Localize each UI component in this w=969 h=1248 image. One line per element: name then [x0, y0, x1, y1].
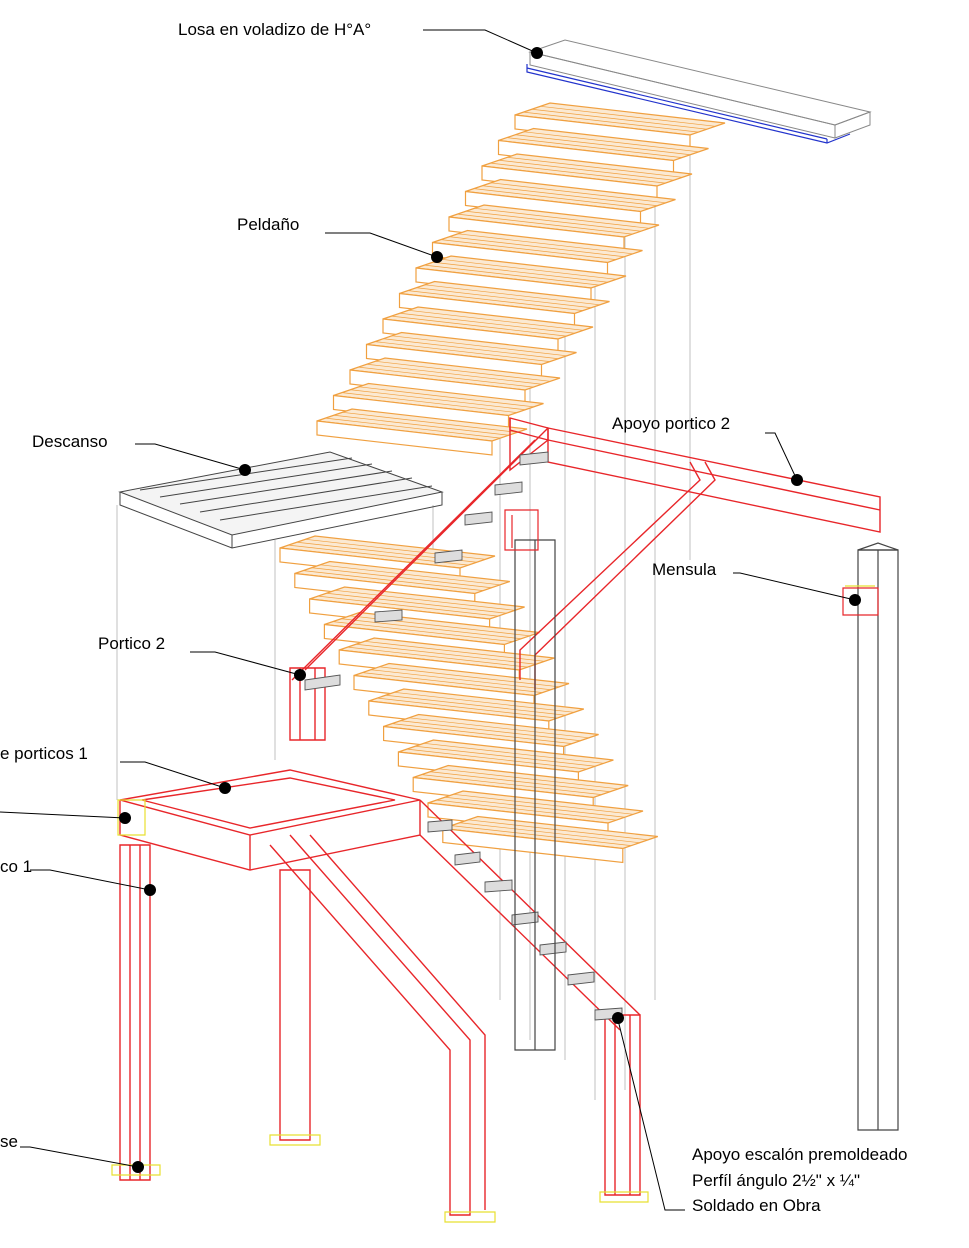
step-tread [365, 331, 577, 380]
step-tread [415, 255, 627, 303]
label-portico-1: co 1 [0, 857, 33, 876]
portico-2-frame [289, 417, 881, 741]
step-tread [442, 815, 658, 864]
label-apoyo-escalon-2: Perfíl ángulo 2½" x ¼" [692, 1171, 860, 1190]
label-portico-2: Portico 2 [98, 634, 166, 653]
channel-profile [526, 64, 851, 144]
step-tread [514, 102, 726, 150]
cantilever-slab [528, 39, 872, 139]
label-descanso: Descanso [32, 432, 108, 451]
guide-lines [116, 145, 691, 1100]
upper-flight-steps [316, 102, 726, 456]
step-tread [464, 178, 676, 227]
step-tread [332, 382, 544, 431]
label-apoyo-portico-2: Apoyo portico 2 [612, 414, 731, 433]
step-tread [431, 229, 643, 278]
label-base: se [0, 1132, 18, 1151]
portico-1-frame [119, 769, 641, 1216]
label-apoyo-escalon-1: Apoyo escalón premoldeado [692, 1145, 908, 1164]
step-tread [382, 306, 594, 354]
base-plates [111, 799, 649, 1223]
step-tread [497, 127, 709, 176]
label-apoyo-escalon-3: Soldado en Obra [692, 1196, 821, 1215]
step-tread [349, 357, 561, 405]
leader-lines [0, 29, 856, 1211]
label-peldano: Peldaño [237, 215, 300, 234]
label-losa: Losa en voladizo de H°A° [178, 20, 372, 39]
step-tread [398, 280, 610, 329]
right-column [842, 542, 899, 1131]
lower-flight-steps [279, 535, 658, 864]
step-tread [316, 408, 528, 456]
landing-grating [118, 451, 444, 549]
leader-dots [119, 47, 861, 1173]
label-porticos-1: e porticos 1 [0, 744, 88, 763]
support-angles [304, 451, 623, 1021]
label-mensula: Mensula [652, 560, 717, 579]
central-column [504, 509, 556, 1051]
